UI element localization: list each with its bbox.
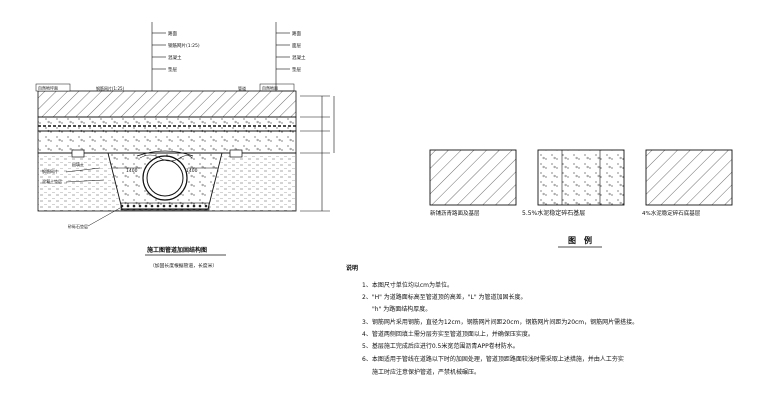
note-line-3: 3、钢筋网片采用钢筋，直径为12cm，钢筋网片间距20cm，钢筋网片间距为20c… [362, 319, 639, 326]
note-line-0: 1、本图尺寸单位均以cm为单位。 [362, 282, 453, 289]
legend-swatch-0 [429, 149, 517, 206]
top-label-left-0: 路面 [168, 30, 177, 37]
section-title: 施工图管道加固结构图 [147, 246, 207, 254]
upper-label-a: 自然地坪面 [38, 85, 58, 91]
notes-title: 说明 [346, 265, 359, 272]
dim-left: 1400 [126, 168, 138, 174]
top-label-right-0: 路面 [292, 30, 301, 37]
note-line-7: 施工时应注意保护管道，严禁机械碾压。 [372, 369, 481, 376]
dim-right: 1400 [186, 168, 198, 174]
left-label-2: 钢筋网片 [42, 168, 58, 174]
gravel-bedding [120, 202, 210, 211]
top-leaders-right [275, 22, 290, 91]
note-line-2: "h" 为路面结构厚度。 [372, 306, 432, 313]
left-label-1: 回填土 [72, 161, 84, 167]
left-label-3: 混凝土垫层 [42, 178, 62, 184]
top-label-right-3: 垫层 [292, 66, 301, 73]
top-label-left-1: 钢筋网片(1:25) [168, 42, 200, 49]
legend-label-1: 5.5%水泥稳定碎石基层 [522, 209, 585, 217]
legend-heading: 图 例 [568, 235, 592, 245]
upper-label-b: 自然地面 [262, 85, 278, 91]
legend-label-2: 4%水泥稳定碎石底基层 [642, 209, 701, 217]
note-line-1: 2、"H" 为道路面标高至管道顶的高差，"L" 为管道加固长度。 [362, 294, 527, 301]
top-label-right-2: 混凝土 [292, 54, 306, 61]
top-label-left-2: 混凝土 [168, 54, 182, 61]
legend-label-0: 新铺沥青路面及基层 [430, 209, 480, 217]
note-line-4: 4、管道两侧回填土需分层夯实至管道顶面以上，并确保压实度。 [362, 331, 534, 338]
bottom-label: 砂砾石垫层 [68, 223, 88, 229]
pavement-layer [37, 90, 297, 118]
top-leaders-left [151, 22, 166, 91]
section-subtitle: （加固长度根据管道，长度米） [150, 262, 217, 269]
legend-swatch-1 [537, 149, 625, 206]
legend-swatch-2 [645, 149, 733, 206]
vertical-dimension [300, 95, 335, 212]
note-line-5: 5、基层施工完成后应进行0.5米宽范围沥青APP卷材防水。 [362, 343, 519, 350]
reinforcement-band [37, 116, 297, 132]
upper-label-pipe: 管道 [238, 85, 246, 91]
note-line-6: 6、本图适用于管线在道路以下时的加固处理，管道顶距路面较浅时需采取上述措施，并由… [362, 356, 624, 363]
upper-label-mesh: 钢筋网片(1:25) [96, 85, 125, 91]
top-label-left-3: 垫层 [168, 66, 177, 73]
top-label-right-1: 面层 [292, 43, 301, 49]
pipe [142, 155, 188, 201]
